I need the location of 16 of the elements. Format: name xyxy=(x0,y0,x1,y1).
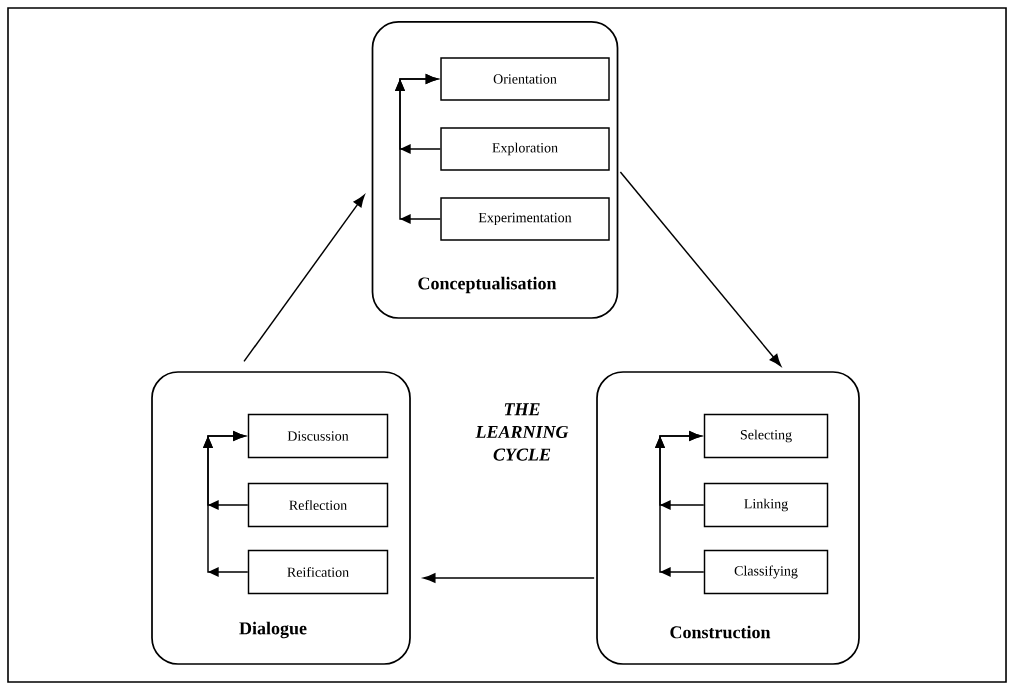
arrow xyxy=(654,431,705,578)
step-box: Discussion xyxy=(247,413,389,459)
arrow xyxy=(202,431,249,578)
step-box: Linking xyxy=(703,482,829,528)
step-box: Selecting xyxy=(703,413,829,459)
step-box: Experimentation xyxy=(440,197,610,241)
arrow xyxy=(394,74,441,225)
step-box: Orientation xyxy=(440,57,610,101)
arrow xyxy=(423,573,595,583)
step-box: Classifying xyxy=(703,549,829,595)
step-box: Reification xyxy=(247,549,389,595)
step-box: Exploration xyxy=(440,127,610,171)
arrow xyxy=(243,194,365,363)
cycle-title: THE LEARNING CYCLE xyxy=(475,403,569,461)
step-box: Reflection xyxy=(247,482,389,528)
arrow xyxy=(619,171,782,367)
